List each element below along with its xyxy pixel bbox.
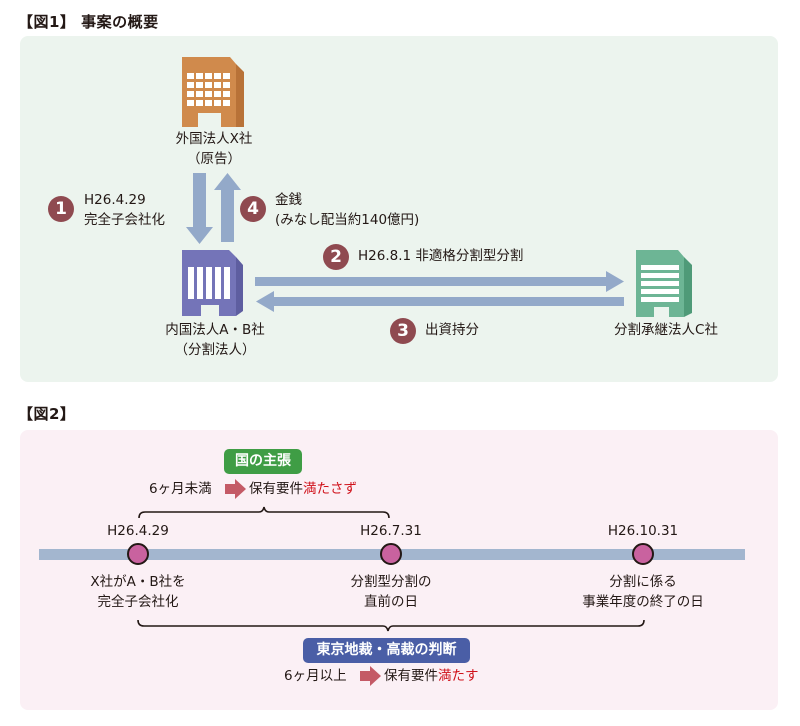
- step-3-badge: 3: [390, 318, 416, 344]
- court-brace: [137, 619, 645, 632]
- court-judgment-badge: 東京地裁・高裁の判断: [303, 638, 470, 663]
- arrow-down-acquisition: [186, 173, 213, 244]
- timeline-desc-3-line1: 分割に係る: [609, 574, 677, 590]
- timeline-date-3: H26.10.31: [607, 523, 679, 539]
- step-1-desc: 完全子会社化: [84, 212, 165, 228]
- figure2-panel: [20, 430, 778, 710]
- court-arrow-icon: [360, 666, 381, 686]
- step-4-badge: 4: [240, 196, 266, 222]
- x-company-role: （原告）: [187, 151, 241, 167]
- timeline-desc-3-line2: 事業年度の終了の日: [582, 594, 704, 610]
- ab-companies-role: （分割法人）: [174, 342, 256, 358]
- timeline-desc-1-line2: 完全子会社化: [97, 594, 179, 610]
- court-judgment-emphasis: 満たす: [438, 668, 479, 684]
- timeline-desc-1-line1: X社がA・B社を: [90, 574, 186, 590]
- timeline-date-2: H26.7.31: [360, 523, 422, 539]
- court-judgment-text: 保有要件満たす: [384, 666, 479, 686]
- ab-companies-name: 内国法人A・B社: [165, 322, 265, 338]
- timeline-desc-2-line1: 分割型分割の: [350, 574, 432, 590]
- figure2-heading: 【図2】: [18, 405, 76, 423]
- timeline-point-3: [632, 543, 654, 565]
- arrow-right-split: [255, 271, 624, 292]
- timeline-date-1: H26.4.29: [107, 523, 169, 539]
- step-4-desc: (みなし配当約140億円): [275, 212, 420, 228]
- timeline-point-1: [127, 543, 149, 565]
- step-2-badge: 2: [323, 244, 349, 270]
- government-claim-prefix: 6ヶ月未満: [149, 481, 212, 497]
- step-4-title: 金銭: [275, 192, 302, 208]
- building-green-icon: [636, 250, 692, 317]
- step-1-badge: 1: [48, 196, 74, 222]
- government-claim-text: 保有要件満たさず: [249, 479, 357, 499]
- government-brace: [138, 506, 390, 519]
- x-company-name: 外国法人X社: [175, 131, 253, 147]
- arrow-up-money: [214, 173, 241, 242]
- arrow-left-equity: [256, 291, 624, 312]
- step-2-desc: H26.8.1 非適格分割型分割: [358, 248, 524, 264]
- building-orange-icon: [182, 57, 244, 127]
- building-purple-icon: [182, 250, 243, 316]
- timeline-point-2: [380, 543, 402, 565]
- government-claim-main: 保有要件: [249, 481, 303, 497]
- step-1-date: H26.4.29: [84, 192, 146, 208]
- government-claim-emphasis: 満たさず: [303, 481, 357, 497]
- figure1-heading: 【図1】 事案の概要: [18, 13, 159, 31]
- court-judgment-prefix: 6ヶ月以上: [284, 668, 347, 684]
- government-arrow-icon: [225, 479, 246, 499]
- government-claim-badge: 国の主張: [224, 449, 302, 474]
- court-judgment-main: 保有要件: [384, 668, 438, 684]
- timeline-desc-2-line2: 直前の日: [364, 594, 418, 610]
- step-3-desc: 出資持分: [425, 322, 479, 338]
- c-company-name: 分割承継法人C社: [614, 322, 718, 338]
